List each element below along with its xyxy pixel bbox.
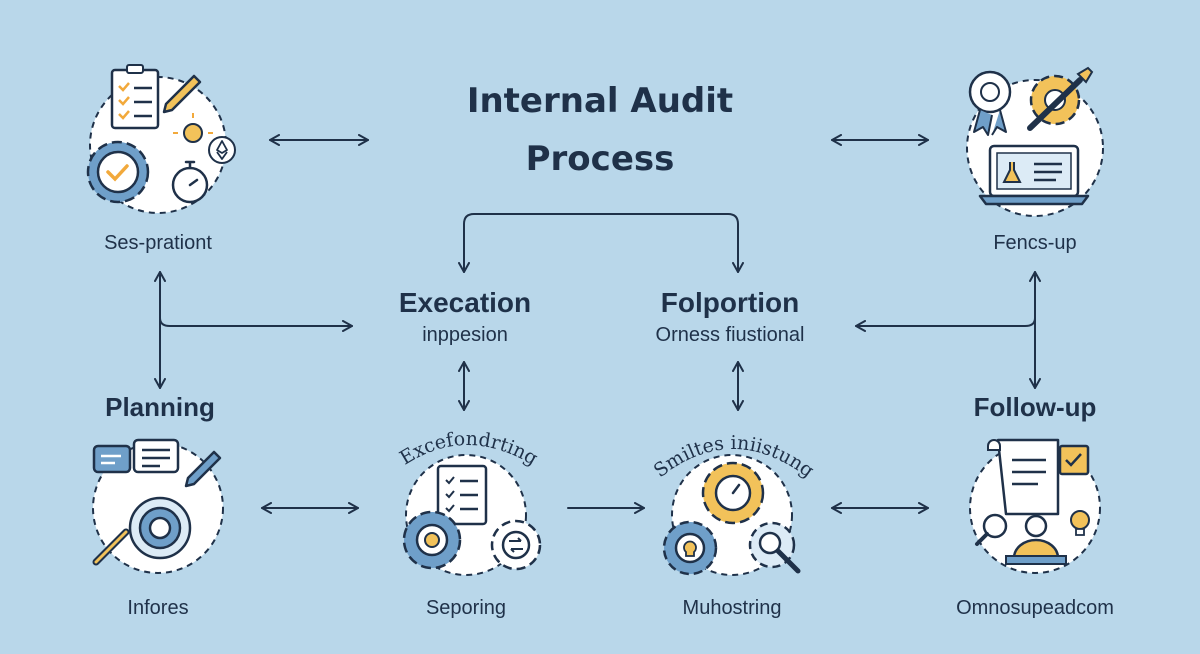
center-left-heading: Execation: [398, 287, 532, 318]
pencil-icon: [162, 74, 202, 114]
center-left-subheading: inppesion: [422, 324, 508, 346]
person-desk-icon: [1005, 514, 1067, 565]
connectors: [154, 134, 1041, 514]
node-top-right: [966, 66, 1104, 217]
diagram-title-line2: Process: [525, 139, 675, 179]
node-label-bottom-left: Infores: [127, 597, 189, 619]
magnifier-gear-icon: [748, 521, 801, 574]
node-label-mid-left: Planning: [105, 392, 215, 422]
checkbox-icon: [1058, 444, 1090, 476]
node-bottom-center-right: Smiltes iniistung: [650, 432, 818, 576]
chat-bubble-icon: [92, 438, 180, 474]
checklist-icon: [110, 64, 160, 130]
scroll-document-icon: [987, 438, 1060, 516]
node-bottom-right: [969, 438, 1101, 574]
gear-icon: [402, 510, 462, 570]
gear-lightbulb-icon: [662, 520, 718, 576]
node-label-top-left: Ses-prationt: [104, 232, 212, 254]
arrow-top-loop: [458, 213, 744, 273]
target-icon: [128, 496, 192, 560]
lightbulb-icon: [173, 113, 213, 143]
diagram-title-line1: Internal Audit: [466, 81, 734, 121]
node-bottom-center-left: Excefondrting: [396, 428, 542, 576]
pencil-icon: [184, 450, 222, 488]
lightbulb-icon: [1070, 510, 1090, 536]
laptop-icon: [978, 144, 1090, 206]
node-label-bottom-center-left: Seporing: [425, 597, 507, 619]
ethereum-icon: [208, 136, 236, 164]
center-right-subheading: Orness fiustional: [655, 324, 805, 346]
stopwatch-icon: [171, 160, 209, 204]
magic-wand-icon: [92, 528, 130, 566]
node-label-bottom-center-right: Muhostring: [682, 597, 782, 619]
magnifier-icon: [975, 513, 1008, 546]
gear-arrows-icon: [490, 519, 542, 571]
node-top-left: [86, 64, 236, 214]
node-bottom-left: [92, 438, 224, 574]
document-checklist-icon: [436, 464, 488, 526]
arrow-right-branch: [855, 317, 1036, 332]
award-badge-icon: [968, 70, 1012, 136]
arrow-left-branch: [159, 317, 353, 332]
gear-wrench-icon: [1027, 66, 1094, 131]
gear-check-icon: [86, 140, 150, 204]
center-right-heading: Folportion: [660, 287, 800, 318]
node-label-mid-right: Follow-up: [973, 392, 1097, 422]
node-label-bottom-right: Omnosupeadcom: [956, 597, 1114, 619]
node-label-top-right: Fencs-up: [993, 232, 1077, 254]
gear-gauge-icon: [701, 461, 765, 525]
